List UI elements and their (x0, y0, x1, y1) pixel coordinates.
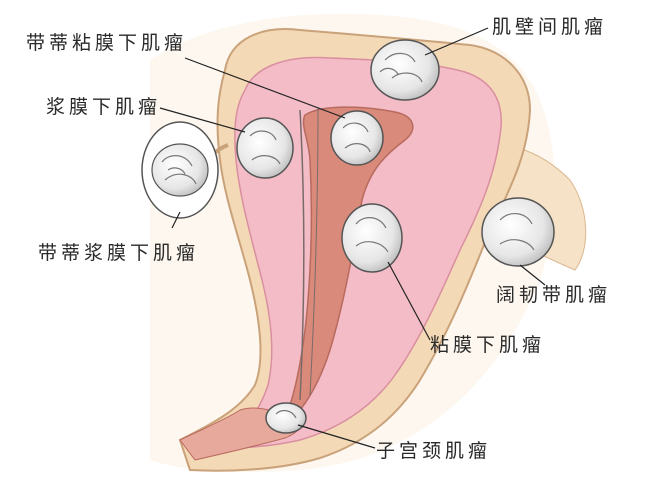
fibroid-intramural (370, 39, 440, 101)
fibroid-pedunculated-submucous (330, 110, 384, 166)
label-submucous: 粘膜下肌瘤 (430, 334, 546, 356)
leader-line-cervical (297, 424, 376, 449)
label-intramural: 肌壁间肌瘤 (492, 16, 608, 38)
wall-divider-line (299, 109, 305, 401)
label-broad-ligament: 阔韧带肌瘤 (496, 284, 612, 306)
fibroid-submucous (341, 203, 403, 273)
label-pedunculated-submucous: 带蒂粘膜下肌瘤 (26, 32, 188, 54)
label-pedunculated-subserosal: 带蒂浆膜下肌瘤 (38, 242, 200, 264)
leader-line-pedunculated-subserosal (171, 211, 181, 229)
leader-line-intramural (424, 27, 489, 56)
leader-line-subserosal (159, 107, 246, 133)
fibroid-pedunculated-subserosal (141, 121, 229, 219)
leader-line-pedunculated-submucous (184, 57, 346, 119)
leader-line-broad-ligament (519, 264, 546, 286)
fibroid-cervical (265, 402, 307, 434)
wall-divider-line (309, 107, 319, 396)
fibroid-broad-ligament (481, 197, 555, 267)
fibroid-subserosal (236, 117, 294, 179)
label-cervical: 子宫颈肌瘤 (376, 440, 492, 462)
label-subserosal: 浆膜下肌瘤 (46, 96, 162, 118)
leader-line-submucous (387, 261, 431, 341)
